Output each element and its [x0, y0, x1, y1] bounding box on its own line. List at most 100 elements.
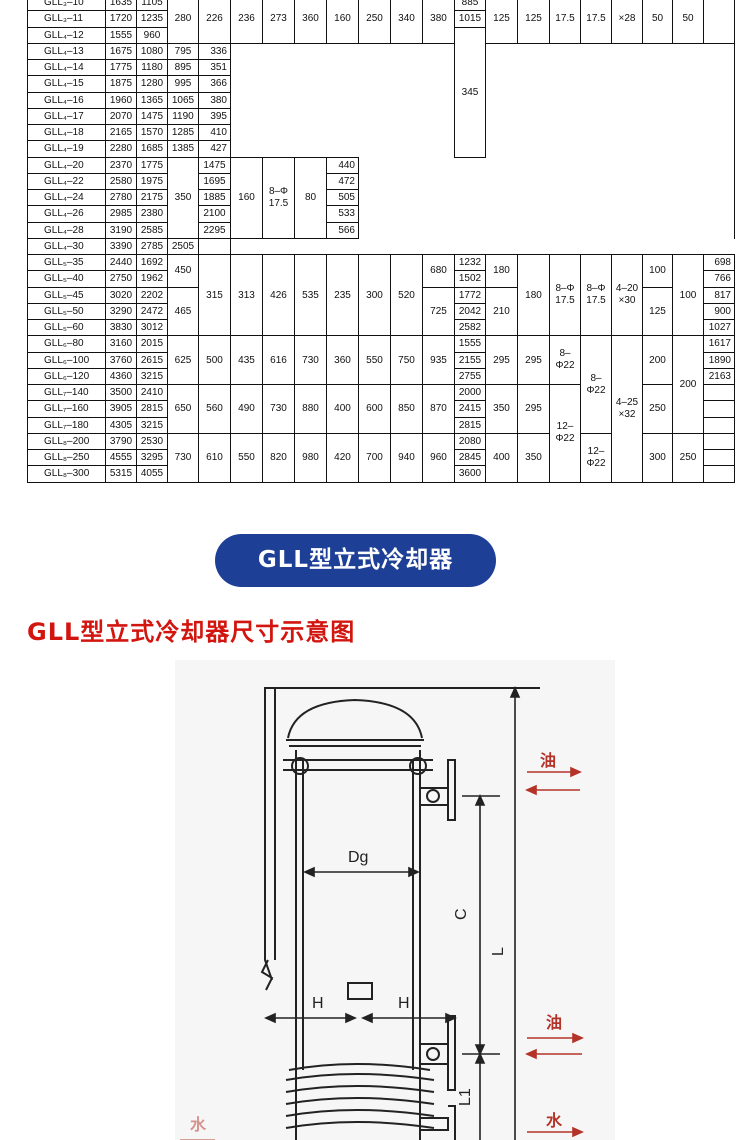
table-cell: 3295 — [136, 448, 168, 467]
table-cell: 125 — [517, 0, 550, 44]
table-cell: 1975 — [136, 172, 168, 191]
table-cell: 995 — [167, 75, 199, 93]
table-cell: 680 — [422, 254, 455, 288]
table-cell: 380 — [422, 0, 455, 44]
table-cell: 616 — [262, 335, 295, 385]
table-cell — [703, 432, 735, 451]
table-cell: 3390 — [105, 237, 137, 256]
table-cell: 17.5 — [580, 0, 612, 44]
diagram-title: GLL型立式冷却器尺寸示意图 — [27, 618, 356, 646]
section-banner: GLL型立式冷却器 — [215, 534, 496, 587]
model-cell: GLL₄–24 — [27, 188, 106, 207]
table-cell: 3215 — [136, 367, 168, 386]
table-cell: 350 — [517, 432, 550, 483]
table-cell: 1720 — [105, 10, 137, 28]
model-cell: GLL₄–12 — [27, 26, 106, 44]
table-cell: 8– Φ22 — [580, 335, 612, 434]
table-cell: 8–Φ 17.5 — [262, 156, 295, 239]
model-cell: GLL₈–250 — [27, 448, 106, 467]
table-cell: 313 — [230, 253, 263, 337]
table-cell: 1555 — [105, 26, 137, 44]
dg-label: Dg — [348, 849, 368, 866]
table-cell — [703, 383, 735, 402]
table-cell: 226 — [198, 0, 231, 44]
table-cell: 935 — [422, 335, 455, 385]
table-cell: 160 — [230, 156, 263, 239]
table-cell: 4–25 ×32 — [611, 335, 643, 483]
table-cell: 980 — [294, 432, 327, 483]
table-cell: 1475 — [198, 156, 231, 174]
table-cell: 50 — [672, 0, 704, 44]
table-cell: 1385 — [167, 140, 199, 158]
l1-label: L1 — [457, 1088, 474, 1106]
table-cell: 1617 — [703, 335, 735, 353]
table-cell: 566 — [326, 221, 359, 239]
table-cell: 440 — [326, 156, 359, 174]
table-cell: 125 — [485, 0, 518, 44]
h-right-label: H — [398, 995, 410, 1012]
table-cell: 250 — [672, 432, 704, 483]
table-cell: 1772 — [454, 286, 486, 304]
model-cell: GLL₄–22 — [27, 172, 106, 191]
table-cell: 2000 — [454, 383, 486, 402]
table-cell: 1775 — [136, 156, 168, 174]
table-cell: 2015 — [136, 335, 168, 353]
table-cell: 280 — [167, 0, 199, 44]
table-cell: 880 — [294, 384, 327, 434]
model-cell: GLL₄–30 — [27, 237, 106, 256]
table-cell — [703, 416, 735, 434]
table-cell: 725 — [422, 286, 455, 337]
table-cell: 3830 — [105, 318, 137, 337]
table-cell: 3790 — [105, 432, 137, 451]
table-cell: 295 — [517, 384, 550, 434]
table-cell: 235 — [326, 253, 359, 337]
table-cell: 250 — [358, 0, 391, 44]
table-cell: 2380 — [136, 205, 168, 223]
table-cell: 2295 — [198, 221, 231, 239]
table-cell: 426 — [262, 253, 295, 337]
model-cell: GLL₇–160 — [27, 400, 106, 418]
table-cell: 3190 — [105, 221, 137, 239]
model-cell: GLL₈–300 — [27, 465, 106, 483]
table-cell — [703, 0, 735, 44]
table-cell: 1065 — [167, 91, 199, 109]
cooler-dimension-diagram: Dg H H C L L1 油 油 水 水 — [175, 660, 615, 1140]
table-cell: 12– Φ22 — [580, 432, 612, 483]
model-cell: GLL₇–140 — [27, 383, 106, 402]
model-cell: GLL₄–13 — [27, 42, 106, 61]
table-cell: 450 — [167, 254, 199, 288]
table-cell: 2585 — [136, 221, 168, 239]
table-cell: 870 — [422, 384, 455, 434]
table-cell: 350 — [167, 156, 199, 239]
table-cell: 300 — [358, 253, 391, 337]
table-cell: 2505 — [167, 237, 199, 256]
table-cell: 125 — [642, 286, 673, 337]
table-cell: 350 — [485, 384, 518, 434]
table-cell: 4305 — [105, 416, 137, 434]
table-cell: 410 — [198, 123, 231, 142]
table-cell: 360 — [294, 0, 327, 44]
table-cell: 17.5 — [549, 0, 581, 44]
water-left-label: 水 — [190, 1115, 207, 1134]
table-cell: 180 — [517, 253, 550, 337]
table-cell: 1105 — [136, 0, 168, 12]
h-left-label: H — [312, 995, 324, 1012]
table-cell: 2780 — [105, 188, 137, 207]
table-cell: 550 — [230, 432, 263, 483]
table-cell: 730 — [167, 432, 199, 483]
table-cell: 490 — [230, 384, 263, 434]
table-cell: 2472 — [136, 302, 168, 321]
table-cell: 2370 — [105, 156, 137, 174]
table-cell: 420 — [326, 432, 359, 483]
table-cell: 900 — [703, 302, 735, 321]
table-cell: 2785 — [136, 237, 168, 256]
model-cell: GLL₅–60 — [27, 318, 106, 337]
table-cell: 100 — [642, 254, 673, 288]
